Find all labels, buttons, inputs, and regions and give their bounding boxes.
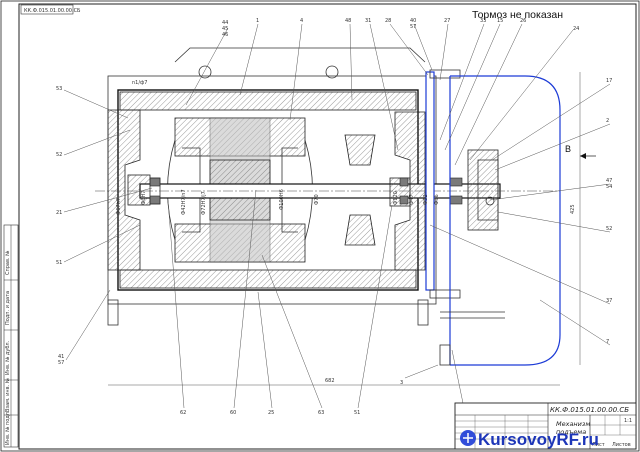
svg-text:Ф6H7: Ф6H7 [141,191,147,205]
watermark-text: KursovoyRF.ru [478,430,599,449]
svg-text:Ф100H6: Ф100H6 [279,189,285,210]
svg-text:46: 46 [222,32,228,38]
svg-text:3: 3 [400,380,403,386]
left-side-stamps: Справ. № Подп. и дата Инв. № дубл. Взам.… [3,224,19,448]
title-sheet: Лист [592,442,605,448]
svg-text:41: 41 [58,354,64,360]
fit-labels: Ф67h7 Ф6H7 Ф42H7/n7 Ф72H7/j7 Ф100H6 Ф70 … [116,80,440,215]
svg-text:28: 28 [385,18,391,24]
brake-note: Тормоз не показан [472,9,563,21]
side-stamp-3: Инв. № дубл. [5,340,11,375]
svg-text:15: 15 [497,18,503,24]
svg-text:60: 60 [230,410,236,416]
title-block [454,402,637,450]
housing-top [174,47,426,63]
svg-text:54: 54 [606,184,612,190]
svg-text:51: 51 [354,410,360,416]
svg-text:31: 31 [365,18,371,24]
svg-text:2: 2 [606,118,609,124]
side-stamp-5: Инв. № подл. [5,410,11,445]
svg-text:Ф70: Ф70 [314,194,320,205]
title-scale: 1:1 [624,418,632,424]
svg-text:n1/ф7: n1/ф7 [132,80,148,86]
lifting-eye-left [198,65,212,79]
svg-text:17: 17 [606,78,612,84]
right-flange [425,71,435,291]
svg-text:Ф67h7: Ф67h7 [116,198,122,215]
svg-text:27: 27 [444,18,450,24]
svg-text:Ф120: Ф120 [393,191,399,205]
svg-text:63: 63 [318,410,324,416]
svg-text:52: 52 [606,226,612,232]
callouts-top: 44 45 46 1 4 48 31 28 40 57 27 33 15 26 … [185,18,579,166]
title-designation: КК.Ф.015.01.00.00.СБ [550,406,629,414]
side-stamp-4: Взам. инв. № [5,377,11,412]
svg-text:45: 45 [222,26,228,32]
side-stamp-1: Справ. № [5,250,11,275]
svg-text:Ф42H7/n7: Ф42H7/n7 [181,189,187,215]
watermark-logo: KursovoyRF.ru [460,430,599,449]
svg-text:51: 51 [56,260,62,266]
svg-text:62: 62 [180,410,186,416]
fan-blade-top [344,134,376,166]
svg-text:1: 1 [256,18,259,24]
side-stamp-2: Подп. и дата [5,291,11,325]
svg-text:52: 52 [56,152,62,158]
fan-blade-bottom [344,214,376,246]
svg-text:Ф72H7/j7: Ф72H7/j7 [201,191,207,215]
dim-height: 425 [570,204,576,214]
top-stamp: КК.Ф.015.01.00.00.СБ [24,8,81,14]
title-sheets: Листов [612,442,631,448]
callouts-right: 17 2 47 54 52 37 7 [429,78,612,346]
brake-guard [450,75,561,366]
svg-text:33: 33 [480,18,486,24]
title-name-1: Механизм [556,420,590,428]
svg-text:Ф56: Ф56 [434,194,440,205]
coupling-hub [467,149,499,231]
svg-text:Ф47: Ф47 [409,194,415,205]
title-name-2: подъема [556,428,586,436]
svg-text:4: 4 [300,18,303,24]
svg-text:25: 25 [268,410,274,416]
view-label: В [565,144,571,154]
svg-text:57: 57 [410,24,416,30]
svg-text:37: 37 [606,298,612,304]
svg-text:48: 48 [345,18,351,24]
sheet-inner-frame [18,3,637,450]
dim-length: 682 [325,378,335,384]
lifting-eye-right [325,65,339,79]
svg-text:57: 57 [58,360,64,366]
svg-text:21: 21 [56,210,62,216]
svg-text:47: 47 [606,178,612,184]
callouts-left: 53 52 21 51 41 57 [56,86,153,366]
svg-text:53: 53 [56,86,62,92]
svg-text:Ф52: Ф52 [423,194,429,205]
svg-text:24: 24 [573,26,579,32]
svg-text:7: 7 [606,339,609,345]
svg-text:26: 26 [520,18,526,24]
top-stamp-box [20,4,74,15]
svg-text:40: 40 [410,18,416,24]
svg-text:44: 44 [222,20,228,26]
